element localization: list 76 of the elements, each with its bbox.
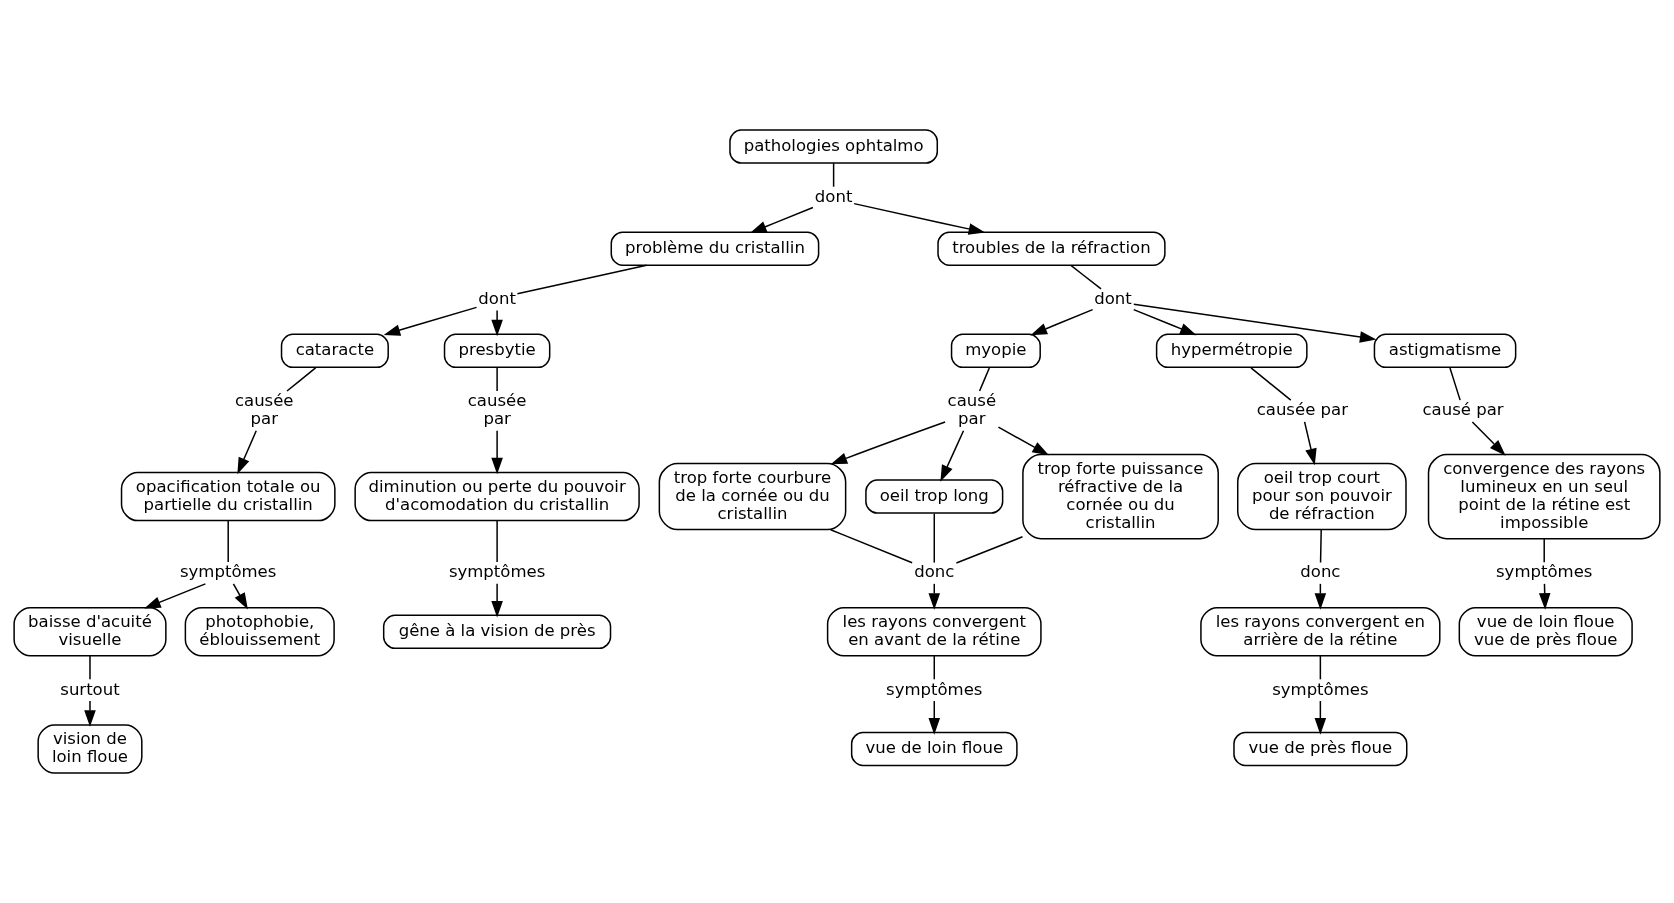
arrow [940, 430, 965, 482]
arrow [491, 583, 503, 618]
arrow [383, 306, 478, 336]
connector [978, 367, 991, 392]
connector [955, 536, 1024, 564]
node-box: les rayons convergent en arrière de la rétine [1200, 607, 1441, 657]
node-box: vue de loin floue vue de près floue [1458, 607, 1633, 657]
connector [286, 367, 317, 392]
arrow [853, 202, 986, 235]
node-text: causée par [234, 391, 294, 429]
connector [1449, 367, 1461, 401]
connector [496, 520, 498, 563]
node-box: baisse d'acuité visuelle [13, 607, 167, 657]
connector [496, 367, 498, 392]
node-text: dont [814, 186, 853, 206]
node-box: cataracte [280, 333, 389, 369]
node-text: symptômes [1496, 562, 1593, 582]
node-box: troubles de la réfraction [937, 231, 1166, 266]
node-box: gêne à la vision de près [382, 614, 612, 650]
node-box: convergence des rayons lumineux en un seul point de la rétine est impossible [1427, 453, 1661, 540]
node-box: problème du cristallin [610, 231, 820, 266]
node-box: trop forte puissance réfractive de la cornée ou du cristallin [1022, 453, 1219, 540]
node-text: symptômes [886, 679, 983, 699]
arrow [1132, 308, 1197, 336]
node-text: causé par [1422, 400, 1504, 420]
node-box: photophobie, éblouissement [184, 607, 335, 657]
node-box: oeil trop court pour son pouvoir de réfraction [1237, 462, 1407, 531]
node-text: donc [1300, 562, 1341, 582]
connector [227, 520, 229, 563]
arrow [232, 583, 248, 610]
arrow [1030, 308, 1094, 336]
arrow [491, 309, 503, 337]
connector [89, 655, 91, 681]
node-text: causée par [1256, 400, 1348, 420]
arrow [997, 426, 1049, 456]
connector [829, 528, 913, 564]
node-box: myopie [950, 333, 1041, 369]
connector [933, 512, 935, 564]
node-box: presbytie [443, 333, 551, 369]
node-text: dont [478, 288, 516, 308]
connector [1250, 367, 1292, 401]
arrow [1303, 421, 1317, 466]
node-text: surtout [60, 679, 120, 699]
node-text: symptômes [1272, 679, 1369, 699]
node-box: diminution ou perte du pouvoir d'acomodation du cristallin [354, 471, 640, 522]
node-box: opacification totale ou partielle du cristallin [120, 471, 336, 522]
arrow [750, 206, 814, 233]
node-text: symptômes [448, 562, 546, 582]
connector [516, 264, 648, 295]
connector [1070, 264, 1102, 290]
node-box: astigmatisme [1373, 333, 1517, 369]
node-text: causé par [947, 391, 997, 429]
node-box: vue de loin floue [850, 731, 1018, 767]
node-text: causée par [467, 391, 527, 429]
arrow [144, 583, 207, 609]
node-box: oeil trop long [865, 479, 1004, 514]
node-text: symptômes [180, 562, 277, 582]
node-box: pathologies ophtalmo [729, 129, 939, 164]
arrow [830, 421, 946, 465]
node-box: vue de près floue [1233, 731, 1408, 767]
connector [1319, 655, 1322, 681]
connector [1319, 528, 1322, 564]
arrow [84, 700, 96, 727]
arrow [491, 430, 503, 475]
node-box: les rayons convergent en avant de la rétine [826, 607, 1042, 657]
connector [832, 162, 835, 188]
node-box: vision de loin floue [37, 724, 143, 774]
node-box: trop forte courbure de la cornée ou du cristallin [658, 462, 847, 531]
connector [1543, 538, 1545, 563]
connector [933, 655, 935, 681]
arrow [237, 430, 257, 475]
node-text: dont [1094, 288, 1132, 308]
arrow [1133, 303, 1377, 343]
node-box: hypermétropie [1155, 333, 1308, 369]
node-text: donc [914, 562, 955, 582]
arrow [1471, 421, 1506, 456]
